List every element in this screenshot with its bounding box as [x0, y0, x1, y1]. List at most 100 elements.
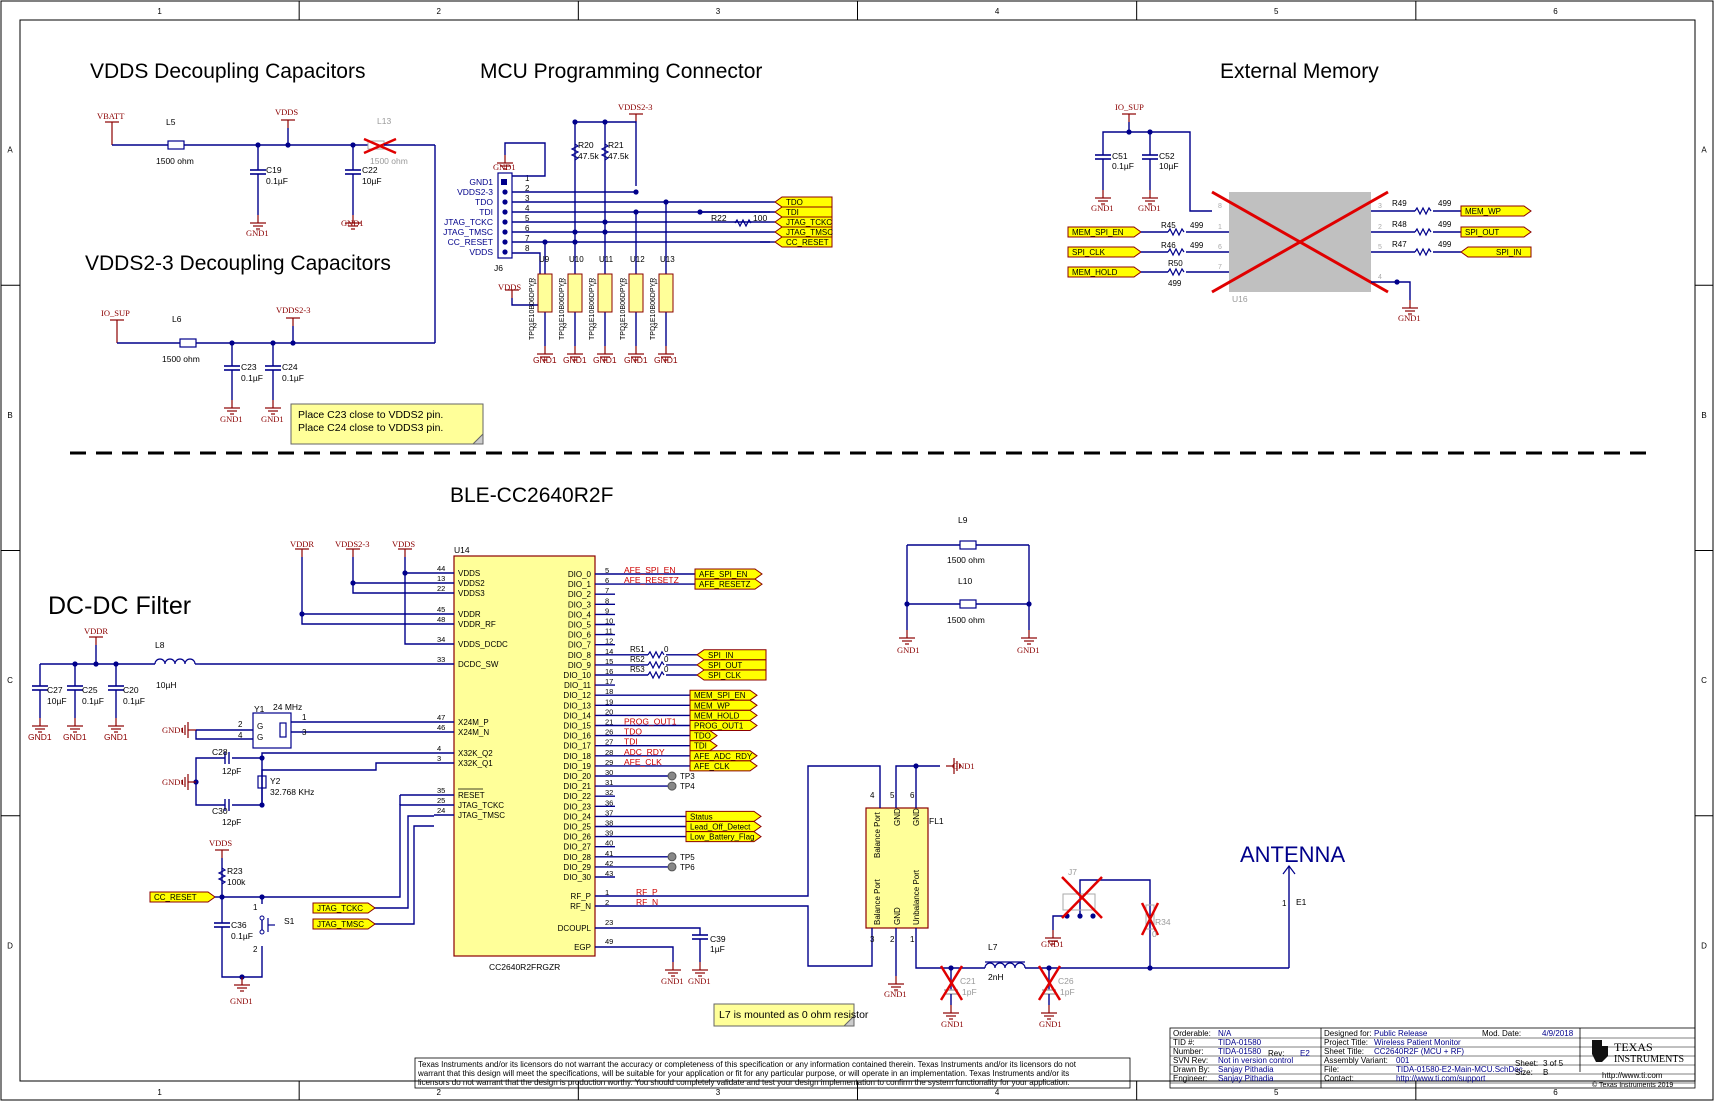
svg-text:12pF: 12pF: [222, 766, 241, 776]
mcu-dio-name: DIO_22: [563, 792, 591, 801]
mem-flag-mem_spi_en: MEM_SPI_EN: [1067, 226, 1142, 238]
svg-text:MEM_HOLD: MEM_HOLD: [1072, 268, 1118, 277]
svg-text:TDI: TDI: [786, 208, 799, 217]
svg-text:GND1: GND1: [661, 976, 684, 986]
clock-circuit: Y1 24 MHz G G 2 4 1 3 GND1 GND1 C28 12pF…: [162, 702, 434, 827]
svg-text:VDDS: VDDS: [498, 282, 521, 292]
svg-text:L9: L9: [958, 515, 968, 525]
net-flag-cc_reset: CC_RESET: [774, 236, 833, 248]
mcu-pin-number: 13: [437, 574, 445, 583]
svg-text:10µF: 10µF: [362, 176, 382, 186]
svg-text:4: 4: [870, 791, 875, 800]
gnd-label: GND1: [63, 732, 87, 742]
cap-val: 10µF: [47, 696, 67, 706]
svg-text:L8: L8: [155, 640, 165, 650]
svg-text:2: 2: [253, 945, 258, 954]
svg-text:1: 1: [910, 935, 915, 944]
j6-pin-label: CC_RESET: [448, 237, 493, 247]
svg-text:CC2640R2FRGZR: CC2640R2FRGZR: [489, 962, 560, 972]
mcu-pin-number: 3: [437, 754, 441, 763]
svg-text:SPI_IN: SPI_IN: [1496, 248, 1522, 257]
svg-text:TDO: TDO: [786, 198, 803, 207]
mcu-pin-name: VDDS3: [458, 589, 485, 598]
svg-text:R20: R20: [578, 140, 594, 150]
svg-text:Balance Port: Balance Port: [873, 878, 882, 925]
mcu-dio-name: DIO_26: [563, 833, 591, 842]
tb-value: TIDA-01580-E2-Main-MCU.SchDoc: [1396, 1065, 1523, 1074]
zone-col-label: 4: [995, 7, 1000, 16]
tb-value: 001: [1396, 1056, 1410, 1065]
tb-value: Wireless Patient Monitor: [1374, 1038, 1461, 1047]
svg-text:4: 4: [238, 731, 243, 740]
svg-text:GND1: GND1: [220, 414, 243, 424]
svg-text:Y1: Y1: [254, 704, 265, 714]
svg-text:FL1: FL1: [929, 816, 944, 826]
tvs-diode: [597, 273, 613, 313]
zone-col-label: 2: [437, 1088, 442, 1097]
svg-text:1: 1: [1218, 224, 1222, 231]
svg-text:Sheet:: Sheet:: [1515, 1059, 1538, 1068]
svg-text:1: 1: [302, 713, 307, 722]
mcu-dio-number: 9: [605, 606, 609, 615]
tb-key: Assembly Variant:: [1324, 1056, 1388, 1065]
zone-col-label: 1: [157, 1088, 162, 1097]
mcu-dio-name: DIO_23: [563, 802, 591, 811]
svg-text:3 of 5: 3 of 5: [1543, 1059, 1564, 1068]
mcu-dio-number: 30: [605, 768, 613, 777]
tb-value: N/A: [1218, 1029, 1232, 1038]
svg-text:0: 0: [1152, 929, 1157, 939]
svg-text:GND1: GND1: [261, 414, 284, 424]
mcu-dio-name: DIO_16: [563, 732, 591, 741]
mcu-dio-name: DIO_15: [563, 722, 591, 731]
svg-text:32.768 KHz: 32.768 KHz: [270, 787, 314, 797]
mcu-dio-number: 14: [605, 647, 613, 656]
test-point-icon: [667, 852, 677, 862]
svg-text:2: 2: [593, 323, 597, 330]
tb-value: http://www.ti.com/support: [1396, 1074, 1486, 1083]
flag-mem_wp: MEM_WP: [689, 699, 758, 711]
mcu-pin-number: 44: [437, 564, 445, 573]
mcu-dio-number: 21: [605, 718, 613, 727]
svg-text:2nH: 2nH: [988, 972, 1004, 982]
zone-col-label: 5: [1274, 7, 1279, 16]
mcu-pin-number: 22: [437, 584, 445, 593]
mcu-dio-name: DIO_6: [568, 631, 592, 640]
svg-text:23: 23: [605, 918, 613, 927]
mem-res-ref: R49: [1392, 199, 1407, 208]
tb-key: File:: [1324, 1065, 1339, 1074]
svg-text:C23: C23: [241, 362, 257, 372]
j6-pin-number: 3: [525, 194, 530, 203]
red-net-label: AFE_RESETZ: [624, 575, 679, 585]
svg-text:C19: C19: [266, 165, 282, 175]
flag-cc-reset: CC_RESET: [149, 891, 216, 903]
svg-text:2: 2: [654, 323, 658, 330]
svg-text:SPI_CLK: SPI_CLK: [1072, 248, 1106, 257]
svg-text:0.1µF: 0.1µF: [1112, 161, 1134, 171]
flag-tdo: TDO: [689, 730, 718, 742]
gnd-label: GND1: [624, 355, 648, 365]
cap-ref: C25: [82, 685, 98, 695]
svg-text:http://www.ti.com: http://www.ti.com: [1602, 1071, 1663, 1080]
svg-text:GND: GND: [893, 808, 902, 826]
svg-text:PROG_OUT1: PROG_OUT1: [694, 722, 744, 731]
cap-ref: C20: [123, 685, 139, 695]
tb-key: TID #:: [1173, 1038, 1195, 1047]
svg-text:GND1: GND1: [897, 645, 920, 655]
red-net-label: TDI: [624, 737, 638, 747]
svg-text:GND1: GND1: [341, 218, 364, 228]
svg-text:2: 2: [624, 323, 628, 330]
svg-text:3: 3: [302, 728, 307, 737]
svg-text:VDDS: VDDS: [392, 539, 415, 549]
svg-text:GND: GND: [893, 907, 902, 925]
mem-flag-spi_out: SPI_OUT: [1460, 226, 1532, 238]
svg-text:J7: J7: [1068, 867, 1077, 877]
mem-res-ref: R47: [1392, 240, 1407, 249]
mcu-pin-name: VDDR_RF: [458, 620, 496, 629]
mcu-dio-name: DIO_9: [568, 661, 592, 670]
tvs-ref: U11: [599, 255, 614, 264]
svg-text:SPI_OUT: SPI_OUT: [708, 661, 742, 670]
svg-text:U16: U16: [1232, 294, 1248, 304]
svg-text:GND1: GND1: [1091, 203, 1114, 213]
mcu-dio-name: DIO_5: [568, 621, 592, 630]
title-mcu-prog: MCU Programming Connector: [480, 60, 762, 83]
